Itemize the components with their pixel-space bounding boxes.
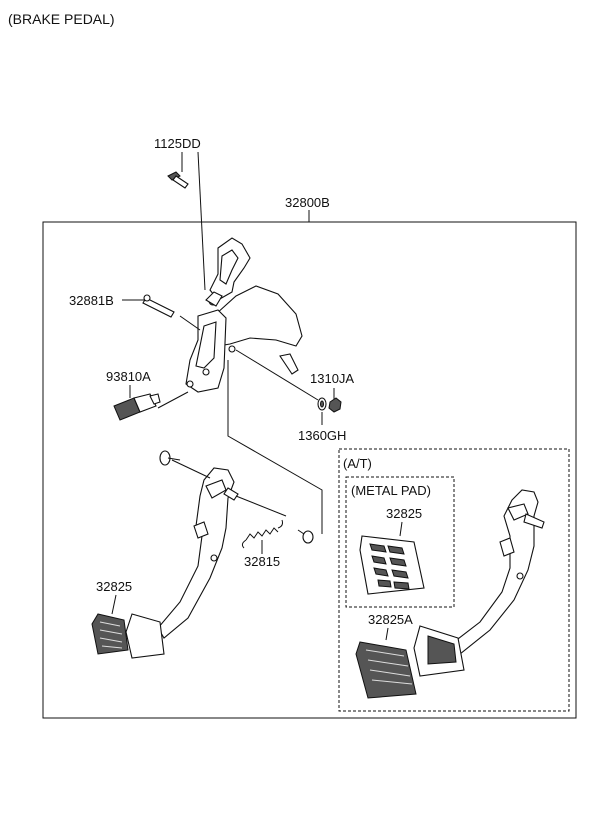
return-spring-icon: [241, 519, 283, 549]
at-box: [338, 448, 570, 712]
metal-pad-box-label: (METAL PAD): [351, 483, 431, 498]
callout-1125dd: 1125DD: [154, 136, 201, 151]
clip-icon: [297, 529, 314, 544]
callout-32800b: 32800B: [285, 195, 330, 210]
nut-icon: [328, 397, 342, 413]
callout-32825-metal: 32825: [386, 506, 422, 521]
callout-32881b: 32881B: [69, 293, 114, 308]
brake-pedal-arm: [157, 450, 239, 639]
pedal-bracket: [185, 237, 303, 393]
callout-93810a: 93810A: [106, 369, 151, 384]
pin-icon: [142, 294, 175, 318]
callout-1310ja: 1310JA: [310, 371, 354, 386]
callout-32825-left: 32825: [96, 579, 132, 594]
at-pedal-arm: [453, 489, 545, 655]
metal-pad-icon: [359, 535, 425, 595]
at-pedal-pad-rubber-icon: [355, 641, 417, 699]
callout-32825a: 32825A: [368, 612, 413, 627]
pedal-plate-icon: [125, 613, 165, 659]
at-pedal-plate-icon: [413, 625, 465, 677]
callout-1360gh: 1360GH: [298, 428, 346, 443]
washer-icon: [317, 397, 327, 411]
pedal-pad-rubber-icon: [91, 613, 129, 655]
bolt-icon: [167, 171, 189, 189]
diagram-title: (BRAKE PEDAL): [8, 11, 115, 27]
stop-switch-icon: [113, 393, 161, 421]
metal-pad-box: [345, 476, 455, 608]
callout-32815: 32815: [244, 554, 280, 569]
at-box-label: (A/T): [343, 456, 372, 471]
